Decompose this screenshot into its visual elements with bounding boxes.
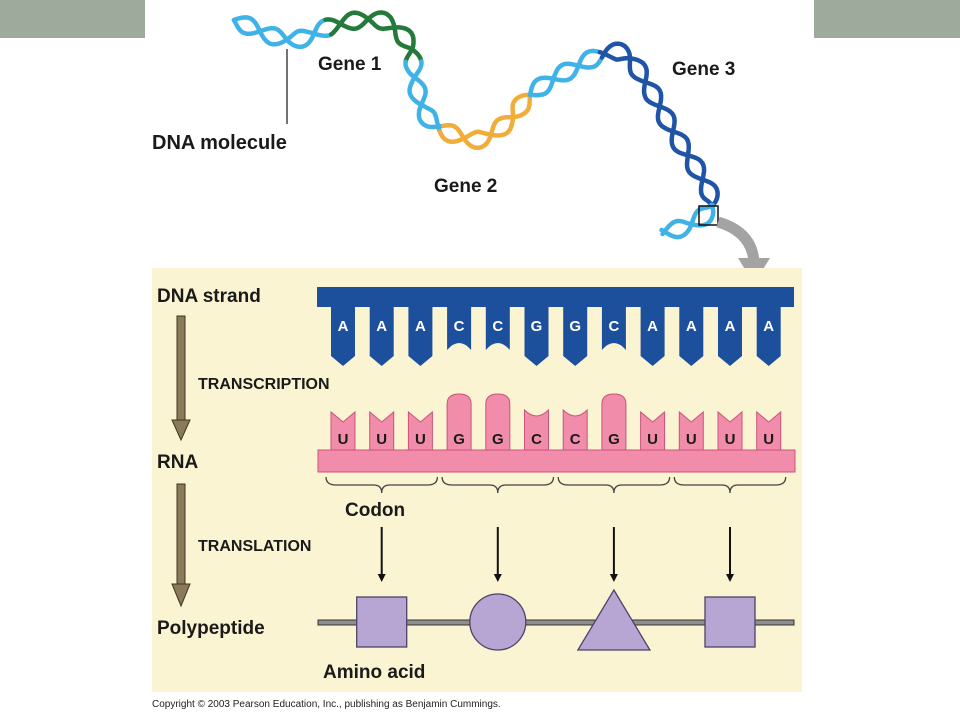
dna-base-block [640,307,665,366]
rna-base-letter: U [647,431,658,448]
rna-base-block [369,410,395,451]
gene2-label: Gene 2 [434,176,497,197]
amino-acid-label: Amino acid [323,662,425,683]
rna-base-letter: C [570,431,581,448]
dna-base-block [601,307,626,350]
decorative-bar-right [814,0,960,38]
rna-base-letter: U [686,431,697,448]
dna-base-letter: G [531,318,543,335]
rna-base-letter: U [725,431,736,448]
rna-base-letter: U [763,431,774,448]
dna-base-letter: C [608,318,619,335]
rna-base-letter: U [338,431,349,448]
dna-base-letter: A [686,318,697,335]
rna-base-block [485,393,511,451]
rna-base-block [562,408,588,451]
rna-base-block [446,393,472,451]
rna-base-block [524,408,549,451]
transcription-label: TRANSCRIPTION [198,376,330,393]
polypeptide-label: Polypeptide [157,618,265,639]
codon-braces [325,476,787,494]
dna-base-letter: A [647,318,658,335]
codon-brace [673,476,787,494]
amino-acid-triangle [576,588,652,651]
rna-base-block [640,410,666,451]
amino-acids [356,588,756,651]
rna-base-block [678,410,704,451]
dna-base-block [369,307,394,366]
dna-base-letter: A [376,318,387,335]
amino-acid-circle [469,593,527,651]
decorative-bar-left [0,0,145,38]
rna-base-letter: G [492,431,504,448]
amino-acid-square [704,596,756,648]
copyright-notice: Copyright © 2003 Pearson Education, Inc.… [152,699,501,710]
codon-brace [557,476,671,494]
dna-base-block [524,307,549,366]
rna-base-block [330,410,356,451]
gene3-label: Gene 3 [672,59,735,80]
dna-base-block [331,307,355,366]
dna-base-letter: A [338,318,349,335]
rna-base-letter: U [376,431,387,448]
dna-base-letter: A [725,318,736,335]
dna-molecule-label: DNA molecule [152,132,287,154]
gene1-label: Gene 1 [318,54,382,75]
dna-base-letter: G [569,318,581,335]
rna-base-letter: G [453,431,465,448]
dna-base-block [485,307,510,350]
rna-label: RNA [157,452,198,473]
dna-double-helix [231,10,720,240]
dna-base-block [679,307,704,366]
rna-backbone [317,449,796,473]
dna-base-block [718,307,742,366]
rna-base-letter: C [531,431,542,448]
dna-base-letter: C [454,318,465,335]
dna-base-block [563,307,588,366]
transcription-arrow [171,315,191,442]
rna-base-letter: G [608,431,620,448]
rna-base-block [601,393,627,451]
rna-base-letter: U [415,431,426,448]
dna-base-block [756,307,781,366]
rna-base-block [407,410,433,451]
dna-base-block [447,307,472,350]
zoom-arrow-shaft [716,216,760,263]
dna-base-letter: A [415,318,426,335]
rna-base-block [756,410,782,451]
rna-base-block [717,410,743,451]
polypeptide-chain [317,619,795,626]
zoom-box [698,205,719,226]
codon-label: Codon [345,500,405,521]
dna-base-letter: A [763,318,774,335]
codon-arrows [377,527,734,582]
dna-strand-label: DNA strand [157,286,261,307]
dna-base-letter: C [492,318,503,335]
translation-arrow [171,483,191,608]
dna-strand-backbone [317,287,794,307]
amino-acid-square [356,596,408,648]
codon-brace [325,476,439,494]
dna-base-block [408,307,433,366]
translation-label: TRANSLATION [198,538,311,555]
codon-brace [441,476,555,494]
